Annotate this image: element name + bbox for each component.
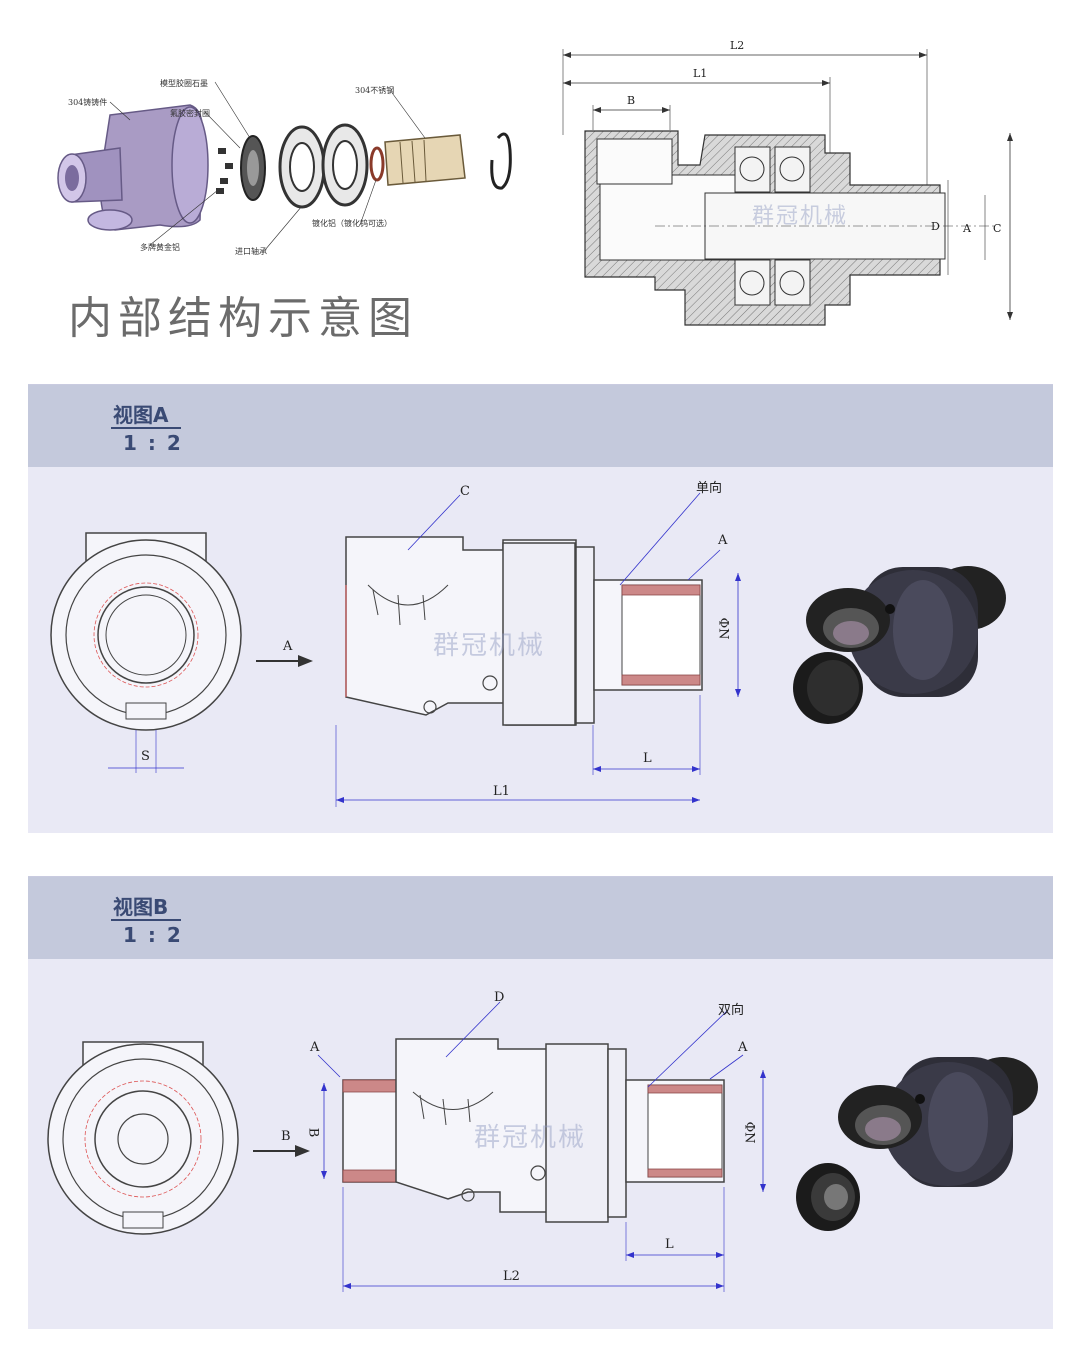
section-diagram xyxy=(562,49,1013,326)
view-b-header: 视图B 1 : 2 xyxy=(28,877,1053,959)
view-a-label-s: S xyxy=(141,749,150,764)
view-a-drawing xyxy=(50,492,1006,807)
housing-face xyxy=(171,106,209,224)
view-b-label-l2: L2 xyxy=(503,1269,520,1284)
label-seal-ring: 模型胶圈石墨 xyxy=(160,79,208,88)
page-title: 内部结构示意图 xyxy=(68,293,418,344)
view-b-label-d: D xyxy=(494,990,505,1005)
label-shaft: 304不锈钢 xyxy=(355,86,395,95)
dim-l2: L2 xyxy=(730,39,745,52)
view-b-panel: 视图B 1 : 2 xyxy=(28,876,1053,1329)
view-a-header: 视图A 1 : 2 xyxy=(28,385,1053,467)
view-a-panel: 视图A 1 : 2 xyxy=(28,384,1053,833)
dim-a: A xyxy=(963,222,971,235)
housing-bottom-port xyxy=(87,209,133,231)
dim-c: C xyxy=(993,222,1002,235)
retaining-clip xyxy=(490,132,512,190)
view-b-title: 视图B xyxy=(113,895,169,919)
view-a-label-l: L xyxy=(643,751,652,766)
watermark-view-a: 群冠机械 xyxy=(433,631,546,661)
view-a-label-a: A xyxy=(718,533,728,548)
view-b-drawing xyxy=(47,1001,1038,1292)
view-a-label-c: C xyxy=(460,484,470,499)
view-a-label-n: ΦN xyxy=(715,617,731,640)
watermark-top: 群冠机械 xyxy=(752,204,849,229)
view-b-rule xyxy=(111,919,181,921)
view-a-scale: 1 : 2 xyxy=(123,431,183,455)
label-screws: 多牌黄金铝 xyxy=(140,243,180,252)
label-bearing: 进口轴承 xyxy=(235,247,267,256)
view-b-label-double: 双向 xyxy=(718,1003,745,1018)
label-housing: 304铸铸件 xyxy=(68,98,108,107)
dim-d: D xyxy=(931,220,940,233)
exploded-diagram xyxy=(57,81,512,251)
view-a-label-arrow: A xyxy=(283,639,293,654)
view-b-label-a-right: A xyxy=(738,1040,748,1055)
view-b-scale: 1 : 2 xyxy=(123,923,183,947)
view-a-label-l1: L1 xyxy=(493,784,510,799)
dim-l1: L1 xyxy=(693,67,708,80)
view-b-label-l: L xyxy=(665,1237,674,1252)
view-b-label-n: ΦN xyxy=(741,1121,757,1144)
dim-b: B xyxy=(627,94,636,107)
view-a-rule xyxy=(111,427,181,429)
view-b-label-b: B xyxy=(305,1127,321,1138)
view-a-title: 视图A xyxy=(113,403,169,427)
label-retainer: 镀化铝（镀化钨可选） xyxy=(312,219,392,228)
label-fluor-seal: 氟胶密封圈 xyxy=(170,109,210,118)
view-b-label-a-left: A xyxy=(310,1040,320,1055)
watermark-view-b: 群冠机械 xyxy=(474,1123,587,1153)
view-a-label-single: 单向 xyxy=(696,481,723,496)
view-b-label-arrow: B xyxy=(281,1129,291,1144)
